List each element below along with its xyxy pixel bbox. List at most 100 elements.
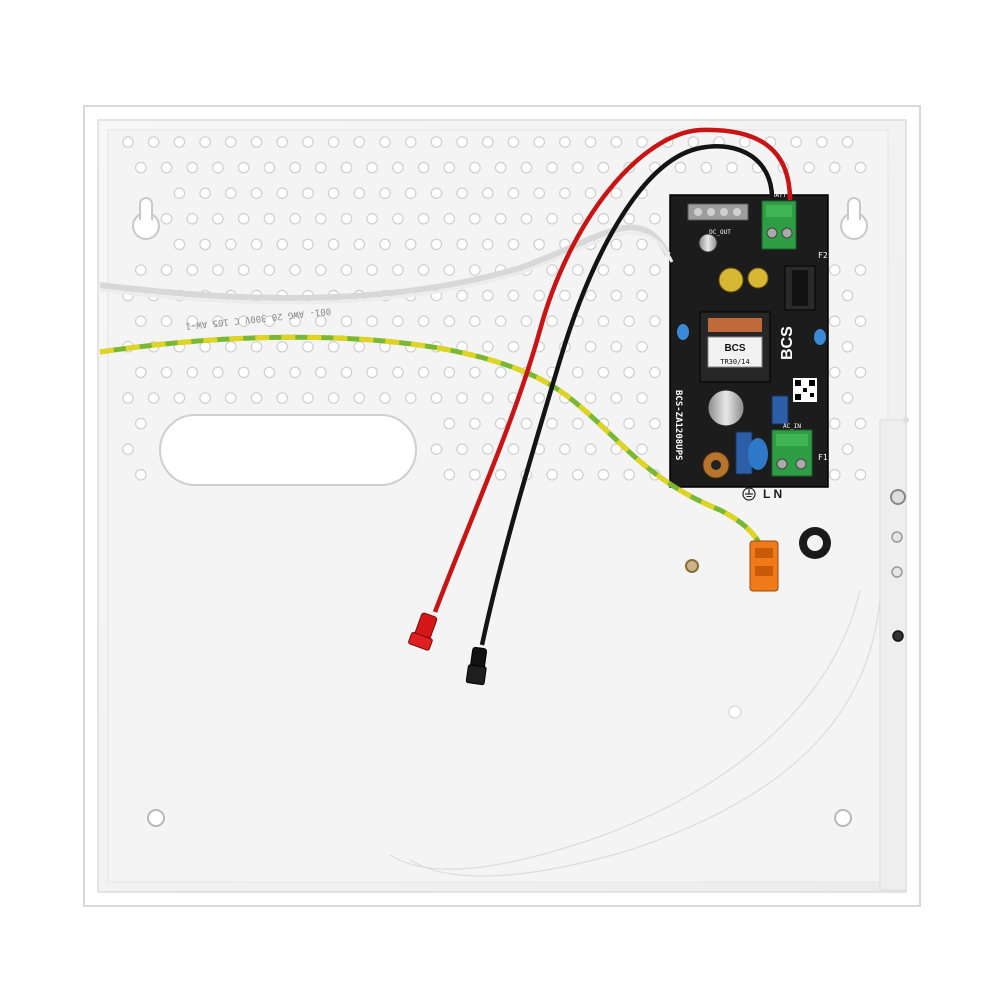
- perforation-hole: [674, 161, 687, 174]
- perforation-hole: [559, 136, 571, 148]
- perforation-hole: [841, 392, 854, 404]
- perforation-hole: [443, 213, 456, 225]
- perforation-hole: [469, 417, 481, 430]
- perforation-hole: [738, 136, 751, 148]
- perforation-hole: [481, 238, 494, 251]
- perforation-hole: [160, 213, 173, 225]
- perforation-hole: [610, 187, 623, 199]
- perforation-hole: [494, 468, 507, 481]
- perforation-hole: [263, 366, 276, 379]
- perforation-hole: [250, 187, 263, 199]
- perforation-hole: [122, 136, 134, 148]
- perforation-hole: [417, 213, 430, 225]
- perforation-hole: [456, 392, 468, 404]
- perforation-hole: [571, 468, 584, 481]
- perforation-hole: [302, 136, 314, 148]
- perforation-hole: [379, 392, 391, 404]
- perforation-hole: [353, 340, 366, 353]
- perforation-hole: [212, 161, 224, 174]
- perforation-hole: [636, 238, 648, 251]
- perforation-hole: [392, 315, 404, 327]
- perforation-hole: [225, 340, 237, 353]
- perforation-hole: [494, 366, 507, 379]
- perforation-hole: [212, 213, 224, 225]
- perforation-hole: [340, 315, 353, 327]
- perforation-hole: [212, 366, 224, 379]
- perforation-hole: [276, 136, 288, 148]
- keyhole-mount-left: [132, 197, 160, 240]
- pcb-module: DC_OUT BATT F2 BCS TR30/14 BCS: [669, 192, 829, 488]
- perforation-hole: [687, 136, 700, 148]
- perforation-hole: [481, 340, 494, 353]
- perforation-hole: [623, 468, 635, 481]
- perforation-hole: [610, 238, 623, 251]
- perforation-hole: [340, 161, 353, 174]
- perforation-hole: [225, 136, 237, 148]
- perforation-hole: [327, 187, 340, 199]
- perforation-hole: [327, 340, 340, 353]
- perforation-hole: [160, 264, 173, 276]
- perforation-hole: [302, 340, 314, 353]
- perforation-hole: [430, 187, 443, 199]
- perforation-hole: [571, 366, 584, 379]
- perforation-hole: [559, 443, 571, 455]
- perforation-hole: [533, 289, 545, 302]
- perforation-hole: [469, 264, 481, 276]
- perforation-hole: [327, 136, 340, 148]
- perforation-hole: [366, 161, 378, 174]
- perforation-hole: [584, 340, 597, 353]
- perforation-hole: [469, 213, 481, 225]
- perforation-hole: [520, 161, 533, 174]
- ac-in-terminal: [771, 429, 813, 477]
- perforation-hole: [636, 136, 648, 148]
- perforation-hole: [636, 392, 648, 404]
- perforation-hole: [392, 213, 404, 225]
- perforation-hole: [443, 315, 456, 327]
- perforation-hole: [366, 366, 378, 379]
- perforation-hole: [122, 392, 134, 404]
- perforation-hole: [186, 264, 199, 276]
- perforation-hole: [302, 392, 314, 404]
- varistor-blue: [748, 438, 768, 470]
- perforation-hole: [649, 315, 661, 327]
- perforation-hole: [379, 238, 391, 251]
- perforation-hole: [649, 366, 661, 379]
- perforation-hole: [417, 264, 430, 276]
- perforation-hole: [417, 161, 430, 174]
- fuse-f2-label: F2: [818, 251, 828, 260]
- perforation-hole: [456, 289, 468, 302]
- perforation-hole: [327, 392, 340, 404]
- perforation-hole: [404, 392, 417, 404]
- perforation-hole: [456, 136, 468, 148]
- perforation-hole: [173, 392, 186, 404]
- perforation-hole: [828, 161, 841, 174]
- perforation-hole: [276, 187, 288, 199]
- perforation-hole: [494, 315, 507, 327]
- perforation-hole: [456, 443, 468, 455]
- perforation-hole: [854, 417, 867, 430]
- perforation-hole: [353, 238, 366, 251]
- capacitor-blue-b: [771, 395, 789, 425]
- perforation-hole: [559, 187, 571, 199]
- perforation-hole: [533, 392, 545, 404]
- perforation-hole: [828, 468, 841, 481]
- perforation-hole: [237, 366, 250, 379]
- perforation-hole: [841, 340, 854, 353]
- perforation-hole: [250, 340, 263, 353]
- perforation-hole: [481, 289, 494, 302]
- perforation-hole: [443, 417, 456, 430]
- perforation-hole: [726, 161, 738, 174]
- perforation-hole: [571, 161, 584, 174]
- perforation-hole: [597, 315, 610, 327]
- stud: [685, 559, 699, 573]
- perforation-hole: [314, 366, 327, 379]
- perforation-hole: [430, 136, 443, 148]
- perforation-hole: [353, 136, 366, 148]
- perforation-hole: [636, 289, 648, 302]
- perforation-hole: [571, 213, 584, 225]
- earth-wire: [99, 334, 765, 550]
- white-wires: [389, 589, 881, 877]
- perforation-hole: [623, 366, 635, 379]
- dc-out-label: DC_OUT: [709, 229, 731, 236]
- perforation-hole: [520, 315, 533, 327]
